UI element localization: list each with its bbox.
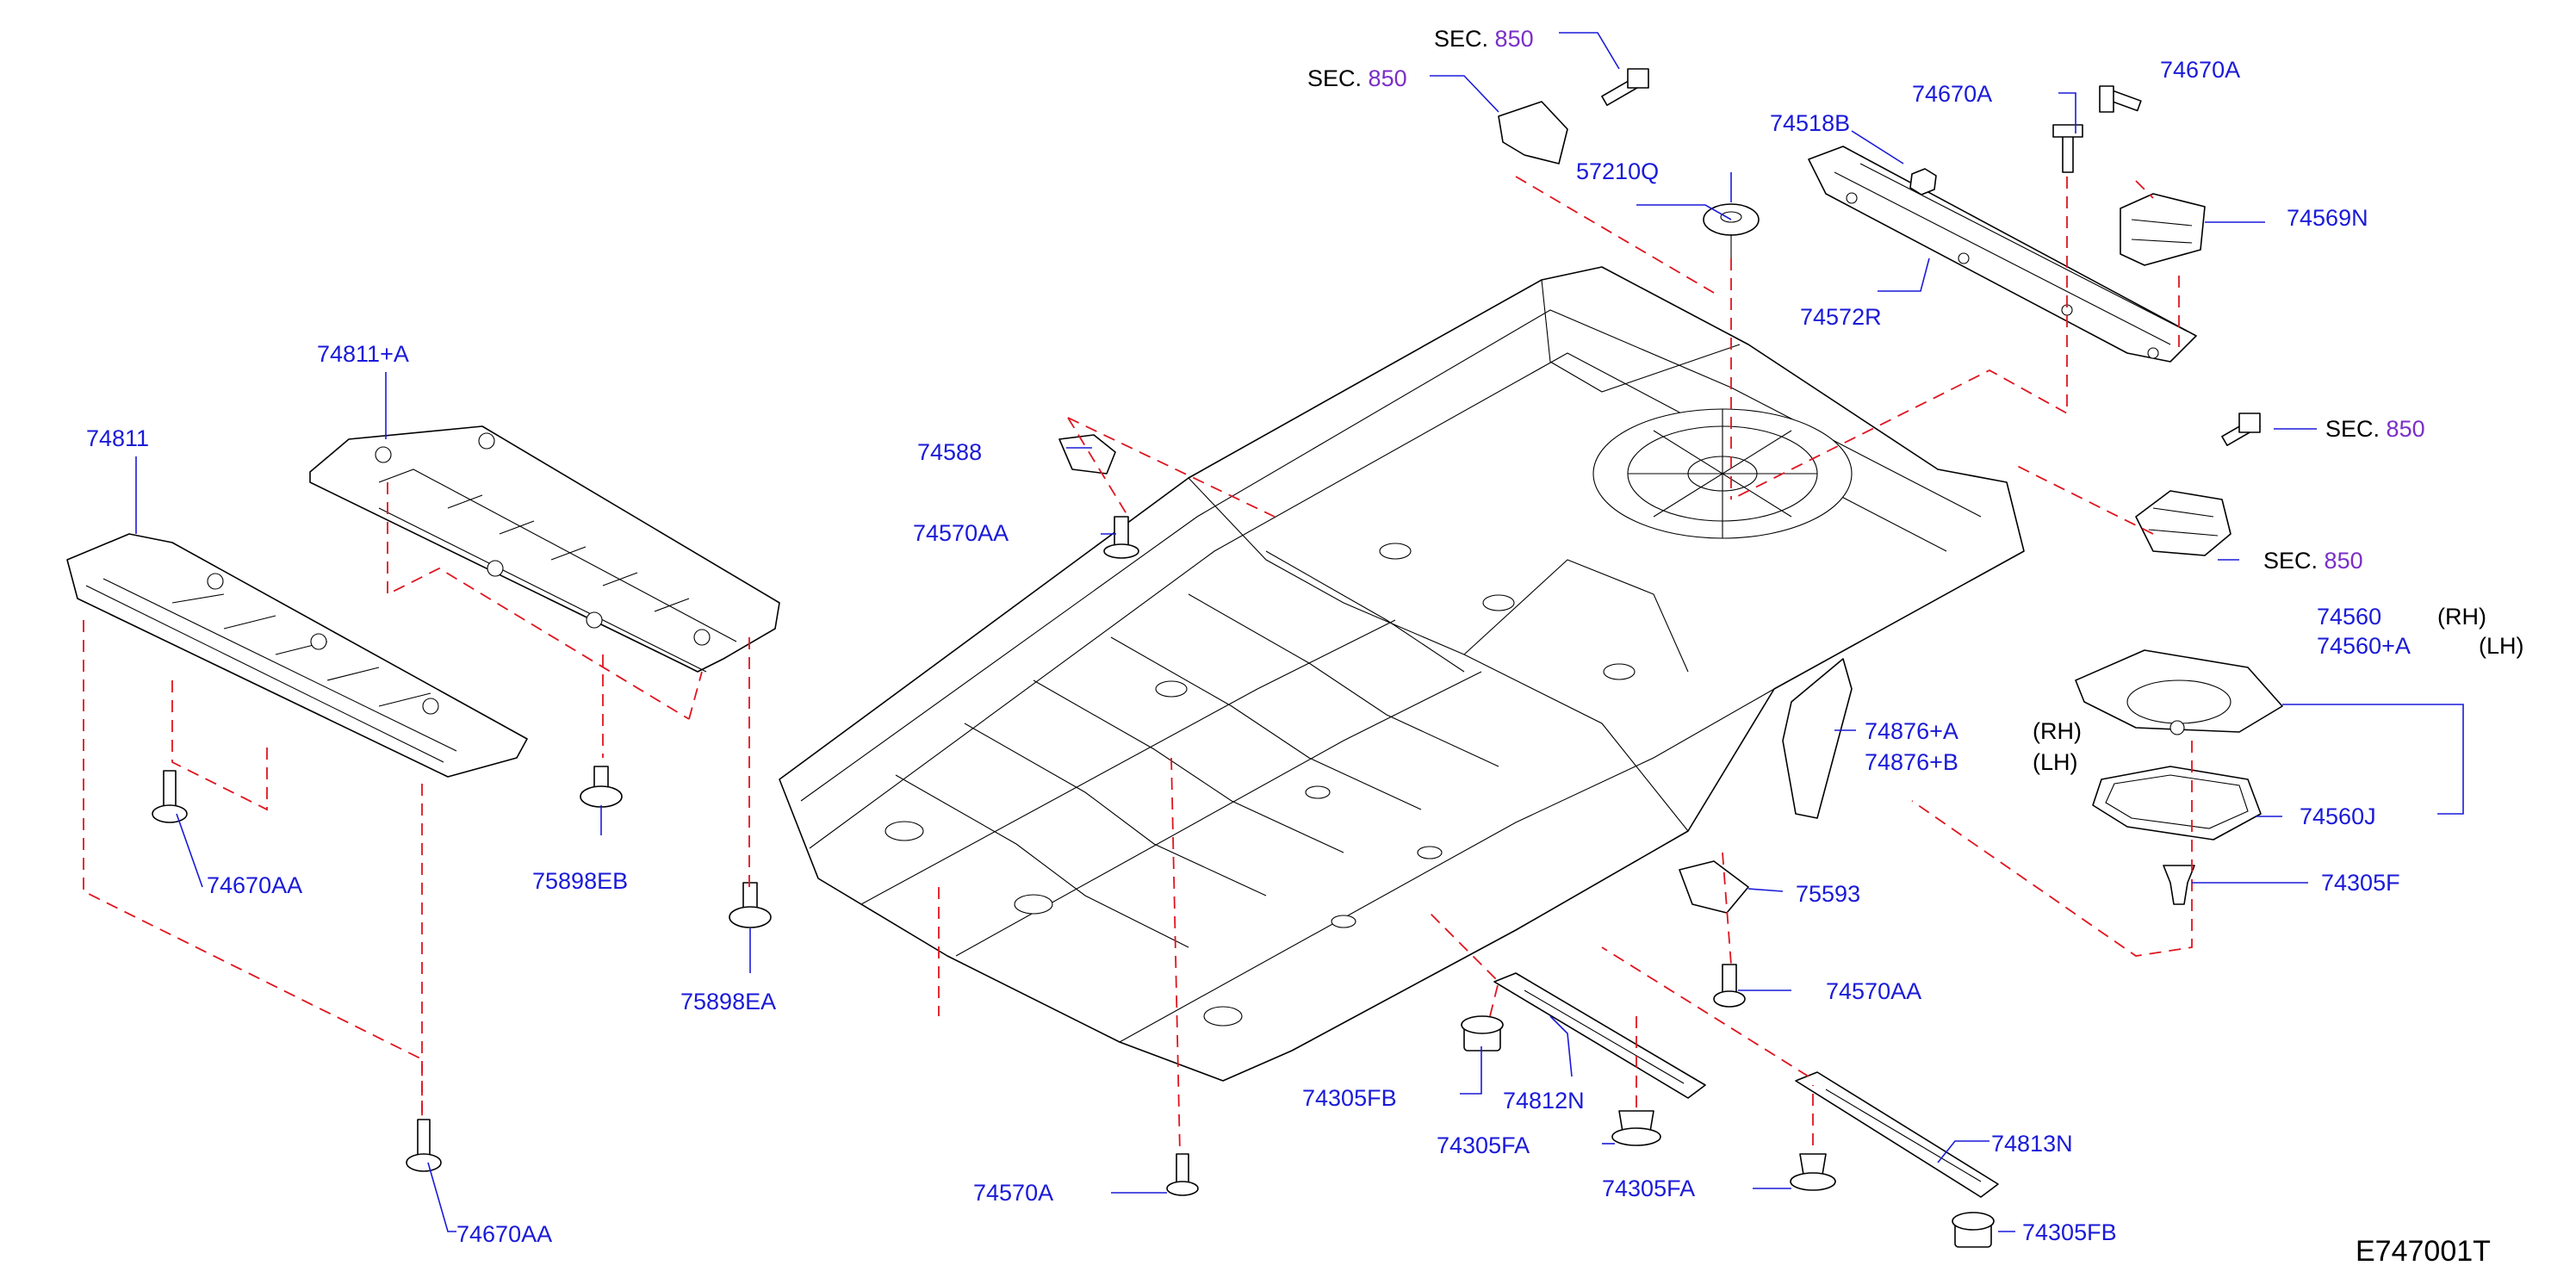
- dashed-guides: [83, 176, 2193, 1155]
- label-sec-850-b: SEC. 850: [1307, 67, 1407, 90]
- sec-number: 850: [1368, 65, 1407, 91]
- bracket-75593: [1679, 860, 1749, 914]
- label-74876-rh: (RH): [2033, 718, 2082, 744]
- under-cover-74811a: [309, 425, 780, 673]
- label-74305f: 74305F: [2321, 870, 2400, 896]
- label-74305fb-right: 74305FB: [2022, 1219, 2117, 1245]
- gasket-74560j: [2092, 766, 2262, 841]
- label-74570aa-left: 74570AA: [913, 520, 1009, 546]
- diagram-reference-code: E747001T: [2356, 1235, 2491, 1268]
- strip-74812n: [1493, 972, 1706, 1099]
- label-74305fa-left: 74305FA: [1437, 1132, 1530, 1158]
- label-74876a: 74876+A: [1865, 718, 1958, 744]
- boot-sec850-right: [2135, 490, 2231, 556]
- label-sec-850-d: SEC. 850: [2263, 549, 2363, 573]
- splash-74876: [1782, 658, 1853, 819]
- bracket-sec850-top: [1498, 101, 1568, 164]
- label-leaders: [135, 32, 2464, 1232]
- sec-prefix: SEC.: [1434, 26, 1489, 52]
- label-74813n: 74813N: [1991, 1131, 2073, 1157]
- label-74569n: 74569N: [2287, 205, 2368, 231]
- label-74670aa-mid: 74670AA: [207, 872, 303, 898]
- label-74305fa-right: 74305FA: [1602, 1176, 1696, 1201]
- label-74588: 74588: [917, 439, 983, 465]
- rail-74572r: [1808, 146, 2197, 363]
- label-74876b: 74876+B: [1865, 749, 1958, 775]
- label-sec-850-a: SEC. 850: [1434, 28, 1534, 51]
- bracket-74588: [1058, 434, 1116, 475]
- label-57210q: 57210Q: [1576, 158, 1660, 184]
- label-74670a-right: 74670A: [2160, 57, 2241, 83]
- floor-panel: [779, 266, 2025, 1082]
- label-74876-lh: (LH): [2033, 749, 2078, 775]
- label-74670a-top: 74670A: [1912, 81, 1993, 107]
- sec-number: 850: [2386, 416, 2425, 442]
- label-74811: 74811: [86, 425, 150, 451]
- label-75898eb: 75898EB: [532, 868, 629, 894]
- label-75898ea: 75898EA: [680, 989, 777, 1014]
- label-74305fb-left: 74305FB: [1302, 1085, 1397, 1111]
- sec-number: 850: [1494, 26, 1534, 52]
- label-74670aa-bottom: 74670AA: [456, 1221, 553, 1247]
- label-74811a: 74811+A: [317, 341, 409, 367]
- fasteners: [152, 68, 2261, 1248]
- sec-number: 850: [2324, 548, 2363, 574]
- under-cover-74811: [66, 533, 528, 778]
- strip-74813n: [1795, 1071, 1999, 1198]
- label-74560a: 74560+A: [2317, 633, 2411, 659]
- seal-74560: [2075, 649, 2283, 735]
- label-75593: 75593: [1796, 881, 1861, 907]
- sec-prefix: SEC.: [2325, 416, 2380, 442]
- label-74560-rh: (RH): [2437, 604, 2486, 630]
- label-74560-lh: (LH): [2479, 633, 2524, 659]
- sec-prefix: SEC.: [1307, 65, 1362, 91]
- label-74812n: 74812N: [1503, 1088, 1585, 1114]
- label-74560j: 74560J: [2300, 803, 2376, 829]
- label-74570aa-right: 74570AA: [1826, 978, 1922, 1004]
- label-74518b: 74518B: [1770, 110, 1851, 136]
- bracket-74569n: [2120, 193, 2206, 266]
- label-74560: 74560: [2317, 604, 2382, 630]
- label-74570a: 74570A: [973, 1180, 1054, 1206]
- label-sec-850-c: SEC. 850: [2325, 418, 2425, 441]
- part-57210q: [1703, 203, 1760, 258]
- label-74572r: 74572R: [1800, 304, 1882, 330]
- sec-prefix: SEC.: [2263, 548, 2318, 574]
